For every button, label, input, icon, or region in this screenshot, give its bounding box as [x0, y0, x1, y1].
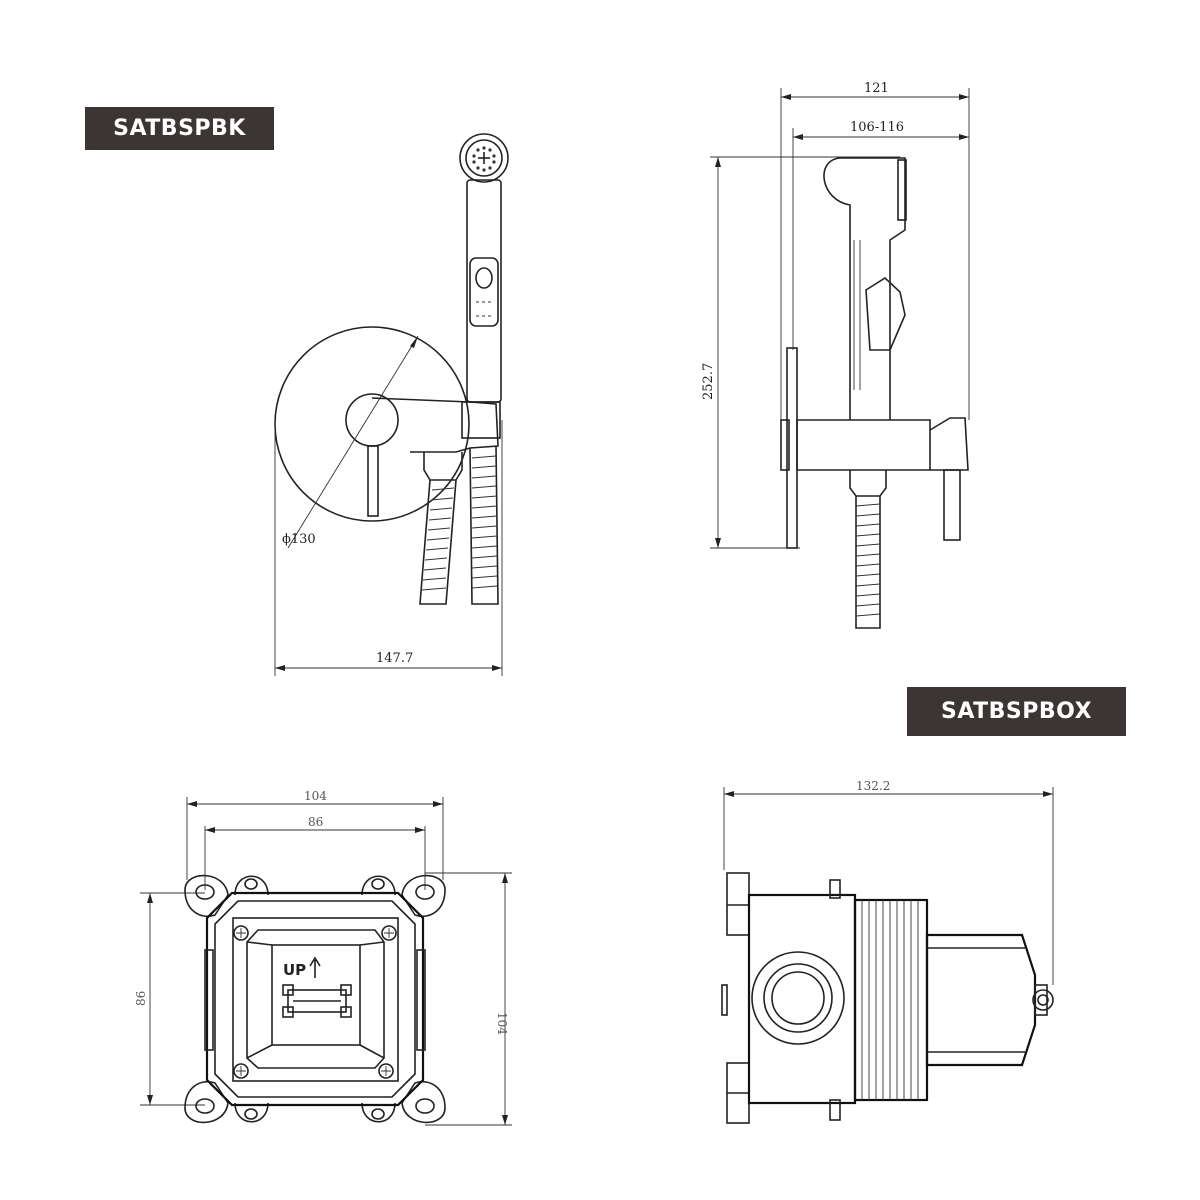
hose-connector [423, 452, 463, 481]
hose-right [469, 445, 499, 605]
box-side-flange-top [726, 872, 750, 936]
mixer-knob [345, 393, 399, 447]
side-adjustable-label: 106-116 [850, 120, 904, 135]
sprayer-body [466, 179, 502, 403]
box-side-thread [853, 898, 929, 1102]
wall-plate-circle [274, 326, 470, 522]
box-height-label: 104 [495, 1012, 509, 1035]
side-height-label: 252.7 [701, 363, 716, 400]
lever-handle [367, 445, 379, 517]
side-hose-connector [849, 470, 887, 497]
trigger-button [475, 267, 493, 289]
box-frame-inner [214, 900, 416, 1098]
leader-arrow [410, 336, 418, 348]
box-screws [233, 925, 397, 1079]
diameter-label: ϕ130 [282, 532, 316, 547]
box-side-spindle [1034, 984, 1048, 1016]
up-marking: UP [283, 961, 306, 979]
box-recess [246, 929, 385, 1069]
diameter-leader [287, 335, 419, 549]
mounting-ears [184, 874, 446, 1124]
side-trigger [865, 276, 906, 351]
side-body [796, 419, 931, 471]
model-label-satbspbox: SATBSPBOX [907, 687, 1126, 736]
side-depth-label: 121 [864, 81, 889, 96]
front-view: ϕ130 [274, 133, 509, 676]
hose-left [419, 479, 457, 605]
box-clip [287, 989, 347, 1013]
spray-head-inner [465, 139, 503, 177]
box-side-depth-label: 132.2 [856, 779, 890, 793]
box-front-view: 104 86 86 104 [134, 789, 512, 1126]
box-hole-spacing-x-label: 86 [308, 815, 323, 829]
box-side-housing [747, 893, 857, 1105]
up-arrow-icon [309, 956, 321, 978]
spray-nozzles [472, 146, 496, 172]
box-outer-frame [205, 891, 425, 1107]
box-inner-square [232, 917, 399, 1082]
box-side-port-inner [771, 971, 825, 1025]
side-clamp [929, 417, 969, 471]
front-width-label: 147.7 [376, 651, 413, 666]
side-view: 121 106-116 252.7 [701, 81, 970, 629]
holder-body [371, 397, 499, 453]
box-width-label: 104 [304, 789, 327, 803]
box-side-cartridge [925, 933, 1037, 1067]
trigger-window [469, 257, 499, 327]
box-hole-spacing-y-label: 86 [134, 991, 148, 1006]
box-side-port-mid [763, 963, 833, 1033]
thread-lines [861, 900, 919, 1100]
side-hose [855, 496, 881, 629]
spray-head [459, 133, 509, 183]
side-lever [943, 469, 961, 541]
model-label-satbspbk: SATBSPBK [85, 107, 274, 150]
side-sprayer [823, 157, 906, 420]
box-side-view: 132.2 [721, 779, 1054, 1124]
box-core [271, 944, 361, 1046]
box-side-port-outer [751, 951, 845, 1045]
